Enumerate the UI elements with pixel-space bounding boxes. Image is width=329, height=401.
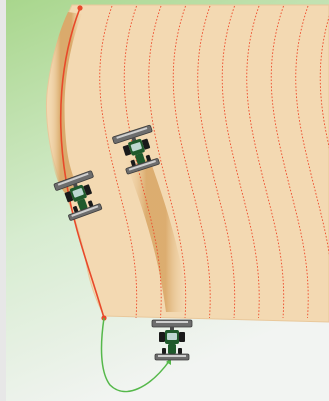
waypoint-dot-icon (77, 5, 82, 10)
left-border (0, 0, 6, 401)
field-area (47, 5, 329, 322)
